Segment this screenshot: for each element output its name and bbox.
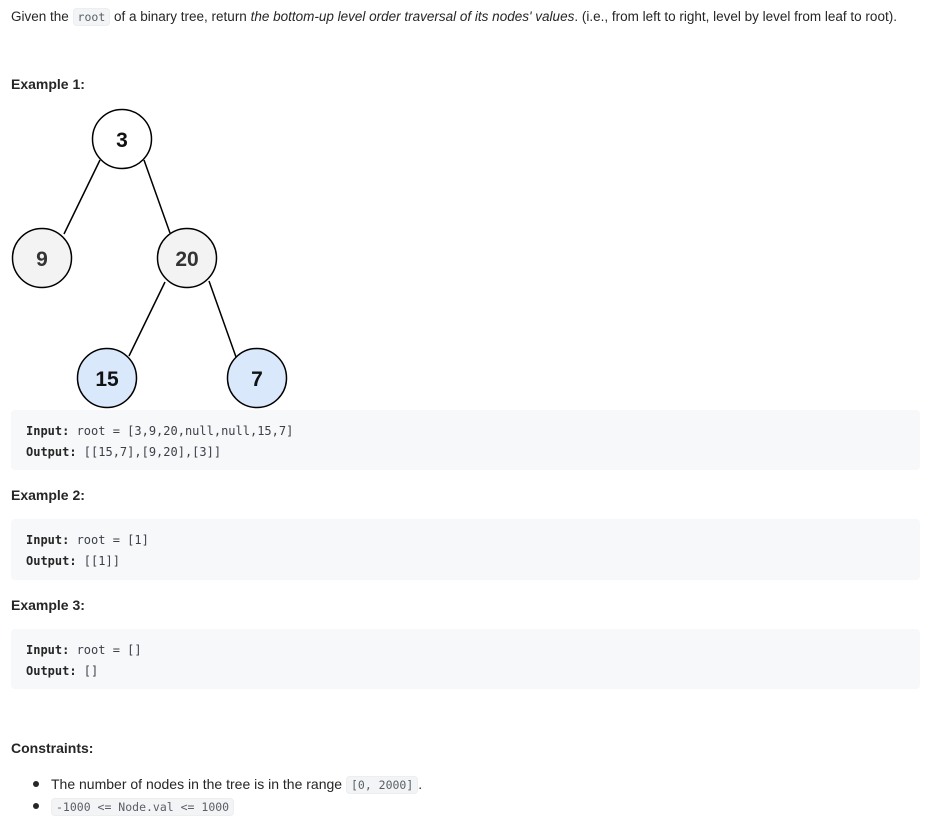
problem-statement: Given the root of a binary tree, return … bbox=[11, 8, 897, 26]
inline-code: root bbox=[72, 8, 111, 26]
inline-code: -1000 <= Node.val <= 1000 bbox=[51, 798, 235, 816]
example-3-code: Input: root = [] Output: [] bbox=[11, 629, 920, 689]
example-1-heading: Example 1: bbox=[11, 76, 85, 92]
text: . bbox=[418, 776, 423, 792]
inline-code: [0, 2000] bbox=[345, 776, 419, 794]
input-value: root = [] bbox=[69, 643, 142, 657]
node-label: 15 bbox=[95, 368, 119, 391]
text: of a binary tree, return bbox=[110, 9, 251, 24]
input-label: Input: bbox=[26, 643, 70, 657]
tree-node bbox=[76, 347, 138, 409]
output-label: Output: bbox=[26, 444, 77, 459]
text: Given the bbox=[11, 9, 73, 24]
example-2-heading: Example 2: bbox=[11, 487, 85, 503]
edge bbox=[63, 159, 101, 235]
constraints-list: The number of nodes in the tree is in th… bbox=[11, 773, 422, 817]
text: . (i.e., from left to right, level by le… bbox=[574, 9, 897, 24]
tree-node bbox=[91, 108, 153, 170]
edge bbox=[143, 159, 171, 234]
edge bbox=[128, 281, 166, 357]
input-value: root = [1] bbox=[69, 533, 149, 547]
node-label: 3 bbox=[116, 129, 128, 152]
emphasis: the bottom-up level order traversal of i… bbox=[250, 9, 575, 24]
node-label: 20 bbox=[175, 248, 198, 271]
output-value: [[15,7],[9,20],[3]] bbox=[76, 444, 222, 459]
example-3-heading: Example 3: bbox=[11, 597, 85, 613]
node-label: 7 bbox=[251, 368, 263, 391]
example-1-code: Input: root = [3,9,20,null,null,15,7] Ou… bbox=[11, 410, 920, 470]
edge bbox=[208, 280, 237, 358]
tree-node bbox=[11, 227, 73, 289]
text: The number of nodes in the tree is in th… bbox=[51, 776, 346, 792]
output-value: [[1]] bbox=[76, 553, 120, 568]
input-label: Input: bbox=[26, 533, 70, 547]
binary-tree-diagram: 3 9 20 15 7 bbox=[11, 108, 288, 409]
constraint-item: -1000 <= Node.val <= 1000 bbox=[11, 795, 422, 817]
node-label: 9 bbox=[36, 248, 48, 271]
input-label: Input: bbox=[26, 424, 70, 438]
constraint-item: The number of nodes in the tree is in th… bbox=[11, 773, 422, 795]
output-label: Output: bbox=[26, 663, 77, 678]
output-value: [] bbox=[76, 663, 99, 678]
output-label: Output: bbox=[26, 553, 77, 568]
tree-node bbox=[156, 227, 218, 289]
tree-node bbox=[226, 347, 288, 409]
constraints-heading: Constraints: bbox=[11, 740, 94, 756]
example-2-code: Input: root = [1] Output: [[1]] bbox=[11, 519, 920, 580]
input-value: root = [3,9,20,null,null,15,7] bbox=[69, 424, 294, 438]
